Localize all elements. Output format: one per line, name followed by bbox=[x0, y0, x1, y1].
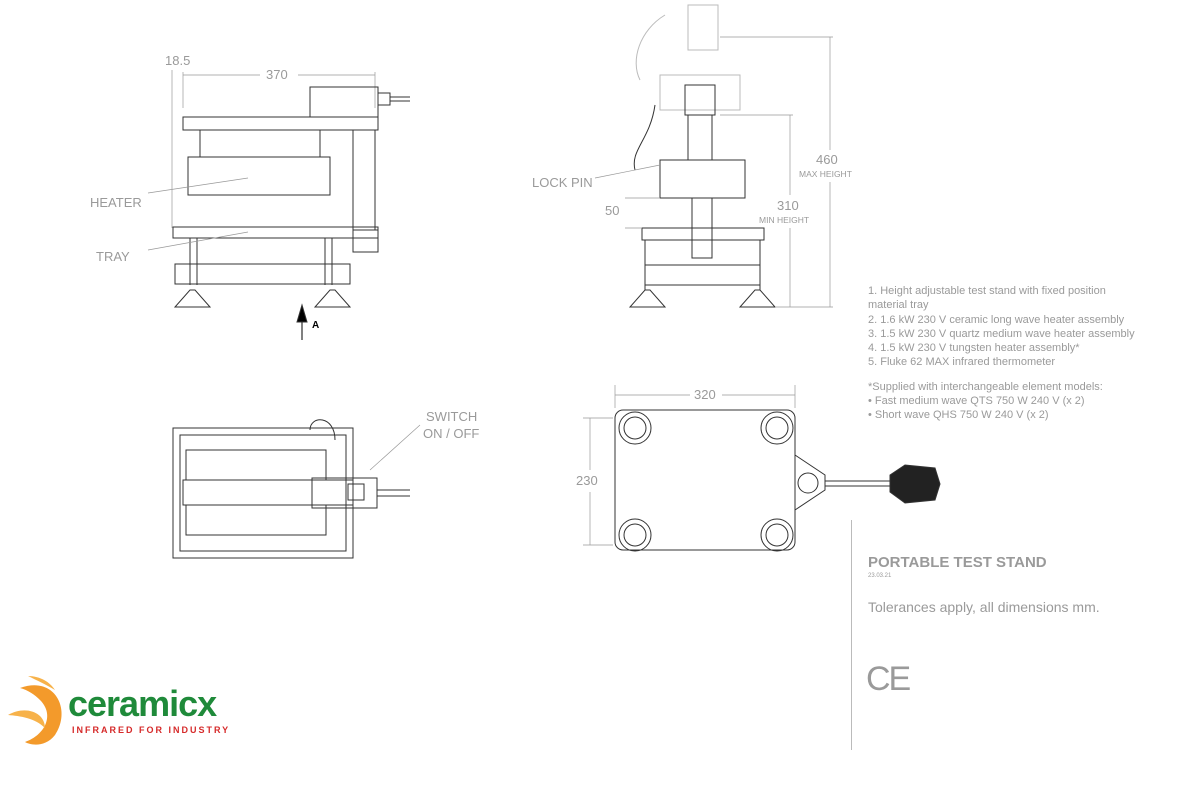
note-item: 4. 1.5 kW 230 V tungsten heater assembly… bbox=[868, 342, 1080, 355]
drawing-title: PORTABLE TEST STAND bbox=[868, 554, 1047, 571]
dim-230: 230 bbox=[576, 473, 598, 488]
switch-label-1: SWITCH bbox=[426, 409, 478, 424]
footnote-item: • Short wave QHS 750 W 240 V (x 2) bbox=[868, 409, 1049, 422]
dim-min-height-label: MIN HEIGHT bbox=[759, 215, 810, 225]
dim-width-370: 370 bbox=[266, 67, 288, 82]
footnote-item: • Fast medium wave QTS 750 W 240 V (x 2) bbox=[868, 395, 1085, 408]
dim-460: 460 bbox=[816, 152, 838, 167]
side-view bbox=[147, 70, 410, 340]
dim-310: 310 bbox=[777, 198, 799, 213]
view-arrow-label: A bbox=[312, 320, 320, 331]
footnote-title: *Supplied with interchangeable element m… bbox=[868, 380, 1103, 393]
brand-tagline: INFRARED FOR INDUSTRY bbox=[72, 725, 231, 735]
base-view bbox=[583, 385, 941, 552]
label-lock-pin: LOCK PIN bbox=[532, 175, 593, 190]
dim-offset: 18.5 bbox=[165, 53, 191, 68]
label-heater: HEATER bbox=[90, 195, 142, 210]
note-item: 2. 1.6 kW 230 V ceramic long wave heater… bbox=[868, 313, 1125, 326]
note-item: 1. Height adjustable test stand with fix… bbox=[868, 285, 1106, 297]
tolerance-note: Tolerances apply, all dimensions mm. bbox=[868, 599, 1100, 615]
ceramicx-logo-flame bbox=[8, 676, 62, 745]
notes-list: 1. Height adjustable test stand with fix… bbox=[868, 284, 1168, 423]
note-item: 5. Fluke 62 MAX infrared thermometer bbox=[868, 356, 1056, 369]
brand-name: ceramicx bbox=[68, 683, 217, 724]
dim-50: 50 bbox=[605, 203, 620, 218]
drawing-date: 23.03.21 bbox=[868, 573, 892, 579]
note-item: 3. 1.5 kW 230 V quartz medium wave heate… bbox=[868, 327, 1135, 340]
top-view bbox=[172, 419, 421, 559]
label-tray: TRAY bbox=[96, 249, 130, 264]
dim-max-height-label: MAX HEIGHT bbox=[799, 169, 852, 179]
ce-mark-icon: CE bbox=[866, 660, 911, 698]
front-view bbox=[594, 4, 833, 308]
switch-label-2: ON / OFF bbox=[423, 426, 480, 441]
dim-320: 320 bbox=[694, 387, 716, 402]
note-item: material tray bbox=[868, 299, 929, 312]
divider-line bbox=[851, 520, 852, 750]
